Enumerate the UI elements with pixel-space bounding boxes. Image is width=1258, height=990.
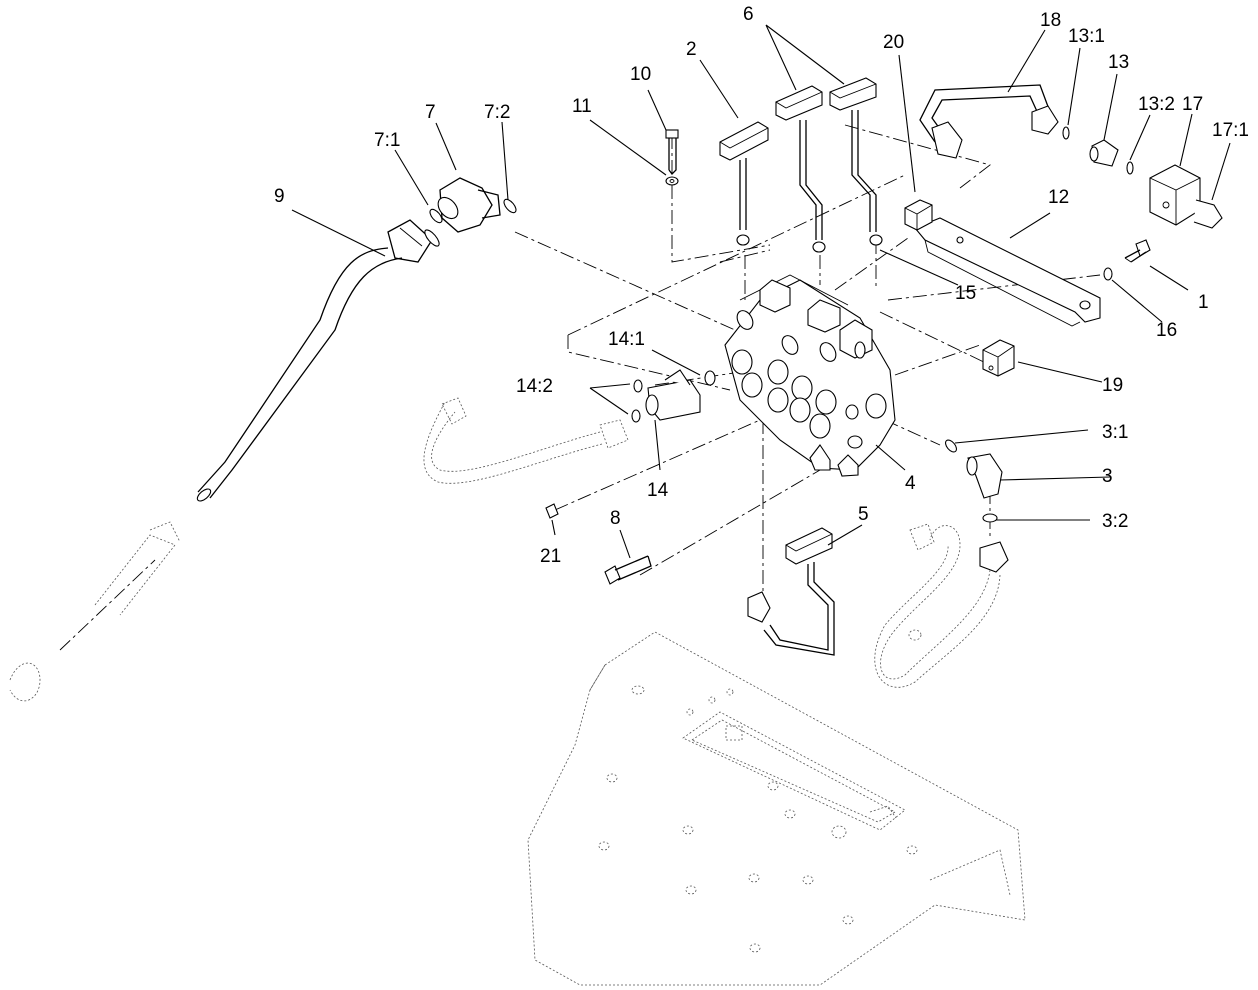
callout-16: 16 [1156, 320, 1177, 341]
fitting-part-13 [1062, 126, 1134, 175]
callout-labels: 1 2 3 3:1 3:2 4 5 6 7 7:1 7:2 8 9 10 11 … [274, 4, 1249, 567]
callout-8: 8 [610, 508, 621, 529]
callout-10: 10 [630, 64, 651, 85]
bracket-part-12 [914, 217, 1101, 327]
callout-6: 6 [743, 4, 754, 25]
callout-12: 12 [1048, 187, 1069, 208]
callout-5: 5 [858, 504, 869, 525]
leader-lines [291, 24, 1231, 559]
base-plate [527, 631, 1026, 986]
hose-ghost-right [874, 523, 1001, 688]
valve-block-part-17 [1149, 164, 1223, 229]
callout-2: 2 [686, 39, 697, 60]
callout-4: 4 [905, 473, 916, 494]
fitting-part-14 [631, 369, 716, 423]
callout-19: 19 [1102, 375, 1123, 396]
callout-14: 14 [647, 480, 669, 501]
callout-13-2: 13:2 [1138, 94, 1175, 115]
handle-part-2 [719, 121, 769, 246]
handle-part-6a [775, 85, 826, 253]
bolt-part-1 [1124, 239, 1151, 263]
callout-14-1: 14:1 [608, 329, 645, 350]
elbow-fitting-part-7 [429, 177, 517, 233]
hose-ghost-left [423, 397, 629, 484]
callout-3-2: 3:2 [1102, 511, 1128, 532]
callout-11: 11 [572, 96, 592, 117]
callout-15: 15 [955, 283, 976, 304]
callout-13: 13 [1108, 52, 1129, 73]
callout-7-2: 7:2 [484, 102, 510, 123]
block-part-20 [904, 199, 933, 231]
callout-3: 3 [1102, 466, 1113, 487]
tube-part-18 [919, 84, 1059, 159]
callout-14-2: 14:2 [516, 376, 553, 397]
callout-17: 17 [1182, 94, 1203, 115]
callout-1: 1 [1198, 292, 1209, 313]
bolt-part-10 [665, 129, 679, 175]
plug-part-21 [545, 503, 559, 519]
callout-13-1: 13:1 [1068, 26, 1105, 47]
cylinder-ghost [9, 521, 181, 702]
assembly-axis-lines [59, 124, 1101, 651]
callout-17-1: 17:1 [1212, 120, 1249, 141]
tube-part-9 [196, 219, 440, 502]
callout-9: 9 [274, 186, 285, 207]
bolt-part-8 [604, 555, 652, 585]
control-valve-part-4 [724, 274, 896, 477]
callout-3-1: 3:1 [1102, 422, 1128, 443]
callout-20: 20 [883, 32, 904, 53]
callout-21: 21 [540, 546, 561, 567]
elbow-fitting-part-3 [945, 439, 1009, 573]
washer-part-16 [1103, 267, 1113, 281]
block-part-19 [982, 339, 1015, 377]
callout-7-1: 7:1 [374, 130, 400, 151]
washer-part-11 [665, 176, 679, 186]
callout-18: 18 [1040, 10, 1061, 31]
handle-part-5 [747, 527, 835, 656]
handle-part-6b [829, 77, 883, 246]
callout-7: 7 [425, 102, 436, 123]
